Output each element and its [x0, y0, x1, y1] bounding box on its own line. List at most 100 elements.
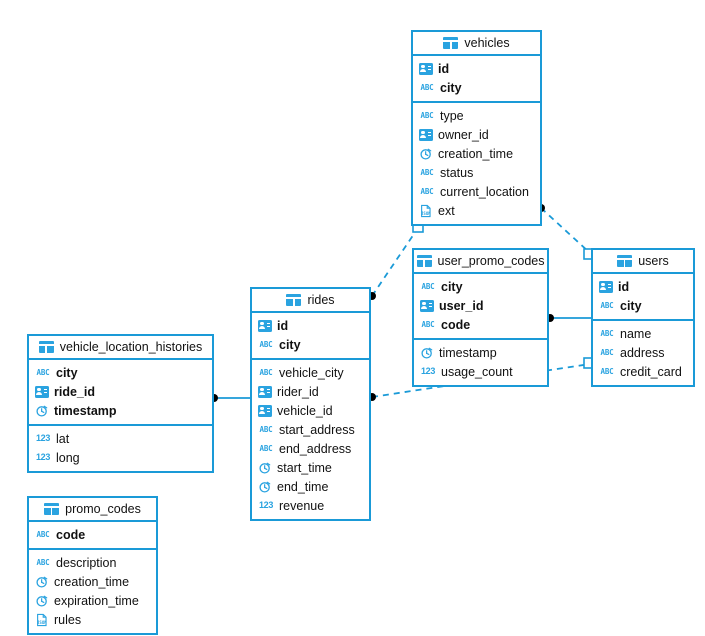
primary-key-field[interactable]: user_id	[414, 296, 547, 315]
abc-icon: ABC	[600, 328, 614, 338]
abc-icon: ABC	[259, 339, 273, 349]
column-field[interactable]: rider_id	[252, 382, 369, 401]
field-label: timestamp	[439, 345, 497, 360]
abc-icon: ABC	[420, 186, 434, 196]
entity-title: rides	[307, 293, 335, 307]
entity-header[interactable]: user_promo_codes	[414, 250, 547, 274]
clock-icon	[421, 347, 433, 359]
field-label: current_location	[440, 184, 529, 199]
idcard-icon	[258, 385, 272, 398]
svg-text:JSON: JSON	[421, 210, 431, 215]
column-field[interactable]: vehicle_id	[252, 401, 369, 420]
abc-icon: ABC	[600, 300, 614, 310]
relationship-user_promo_codes-to-users[interactable]	[546, 314, 591, 322]
field-label: start_time	[277, 460, 332, 475]
number-icon: 123	[35, 433, 51, 443]
table-icon	[443, 37, 459, 49]
abc-icon: ABC	[36, 367, 50, 377]
field-label: end_address	[279, 441, 352, 456]
idcard-icon	[258, 404, 272, 417]
clock-icon	[36, 595, 48, 607]
table-icon	[44, 503, 60, 515]
column-field[interactable]: expiration_time	[29, 591, 156, 610]
column-field[interactable]: timestamp	[414, 343, 547, 362]
primary-key-field[interactable]: ABC city	[252, 335, 369, 354]
number-icon: 123	[420, 366, 436, 376]
field-label: id	[277, 318, 289, 333]
field-label: creation_time	[54, 574, 130, 589]
primary-key-field[interactable]: id	[593, 277, 693, 296]
field-label: city	[279, 337, 301, 352]
clock-icon	[420, 148, 432, 160]
column-field[interactable]: creation_time	[413, 144, 540, 163]
entity-header[interactable]: vehicle_location_histories	[29, 336, 212, 360]
abc-icon: ABC	[36, 557, 50, 567]
field-label: code	[441, 317, 471, 332]
entity-header[interactable]: users	[593, 250, 693, 274]
field-label: user_id	[439, 298, 484, 313]
field-label: end_time	[277, 479, 329, 494]
column-field[interactable]: ABC current_location	[413, 182, 540, 201]
entity-header[interactable]: rides	[252, 289, 369, 313]
field-label: vehicle_city	[279, 365, 344, 380]
primary-key-field[interactable]: id	[413, 59, 540, 78]
abc-icon: ABC	[600, 366, 614, 376]
abc-icon: ABC	[36, 529, 50, 539]
field-label: start_address	[279, 422, 355, 437]
primary-key-field[interactable]: ride_id	[29, 382, 212, 401]
abc-icon: ABC	[421, 319, 435, 329]
column-field[interactable]: JSON ext	[413, 201, 540, 220]
entity-title: users	[638, 254, 669, 268]
primary-key-field[interactable]: timestamp	[29, 401, 212, 420]
field-label: creation_time	[438, 146, 514, 161]
primary-key-field[interactable]: ABC code	[414, 315, 547, 334]
column-field[interactable]: end_time	[252, 477, 369, 496]
field-label: address	[620, 345, 665, 360]
idcard-icon	[258, 319, 272, 332]
primary-key-field[interactable]: id	[252, 316, 369, 335]
column-field[interactable]: owner_id	[413, 125, 540, 144]
column-field[interactable]: start_time	[252, 458, 369, 477]
entity-header[interactable]: promo_codes	[29, 498, 156, 522]
field-label: ext	[438, 203, 455, 218]
clock-icon	[259, 481, 271, 493]
field-label: rules	[54, 612, 82, 627]
relationship-vehicle_location_histories-to-rides[interactable]	[210, 394, 250, 402]
entity-header[interactable]: vehicles	[413, 32, 540, 56]
column-field[interactable]: ABC start_address	[252, 420, 369, 439]
abc-icon: ABC	[259, 424, 273, 434]
column-field[interactable]: creation_time	[29, 572, 156, 591]
